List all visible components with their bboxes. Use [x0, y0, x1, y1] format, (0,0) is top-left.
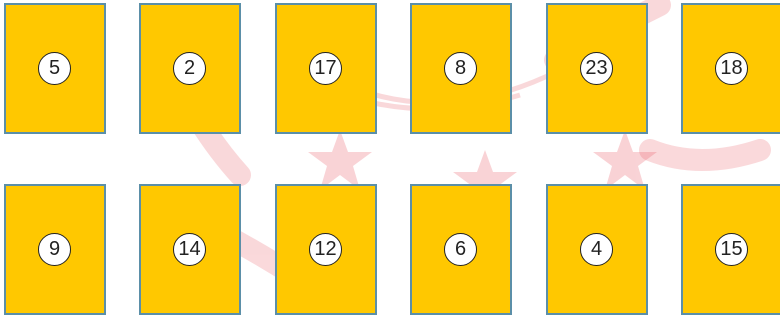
number-badge: 4 — [580, 233, 613, 266]
number-badge: 14 — [173, 233, 206, 266]
number-card[interactable]: 8 — [410, 3, 512, 134]
number-badge: 8 — [444, 52, 477, 85]
number-card[interactable]: 12 — [275, 184, 377, 315]
number-badge: 9 — [38, 233, 71, 266]
number-card[interactable]: 17 — [275, 3, 377, 134]
number-card[interactable]: 23 — [546, 3, 648, 134]
number-badge: 5 — [38, 52, 71, 85]
number-badge: 15 — [715, 233, 748, 266]
number-card[interactable]: 15 — [681, 184, 780, 315]
number-card[interactable]: 4 — [546, 184, 648, 315]
number-badge: 23 — [580, 52, 613, 85]
number-card[interactable]: 9 — [4, 184, 106, 315]
number-badge: 12 — [309, 233, 342, 266]
number-card[interactable]: 2 — [139, 3, 241, 134]
number-card[interactable]: 5 — [4, 3, 106, 134]
number-card[interactable]: 18 — [681, 3, 780, 134]
number-badge: 18 — [715, 52, 748, 85]
number-card[interactable]: 6 — [410, 184, 512, 315]
number-card[interactable]: 14 — [139, 184, 241, 315]
number-badge: 6 — [444, 233, 477, 266]
number-badge: 2 — [173, 52, 206, 85]
number-badge: 17 — [309, 52, 342, 85]
